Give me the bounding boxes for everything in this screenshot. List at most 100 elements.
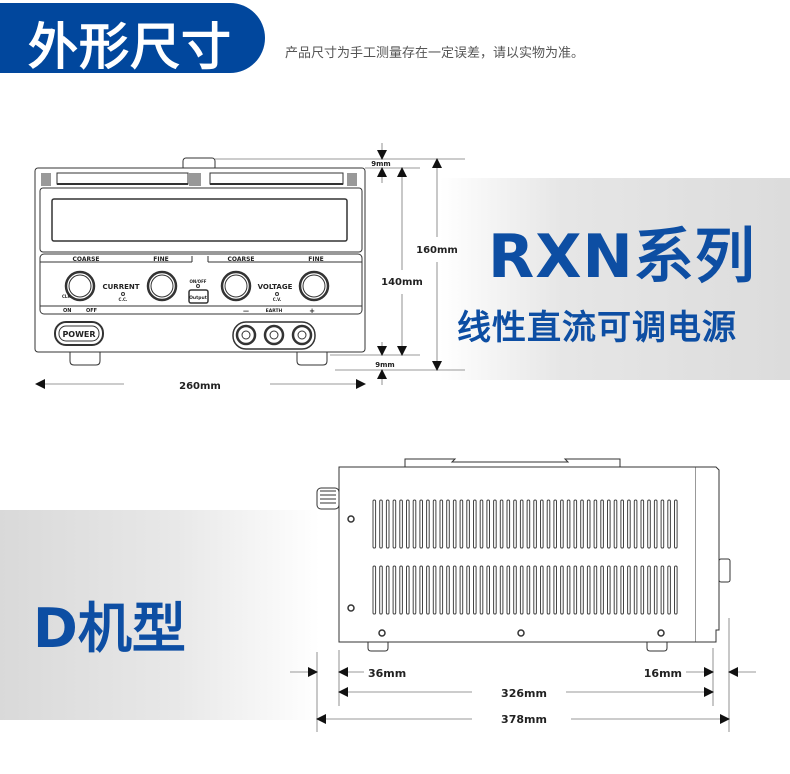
- vent-slot: [519, 565, 524, 615]
- svg-text:260mm: 260mm: [179, 381, 221, 392]
- vent-slot: [660, 499, 665, 549]
- vent-slot: [540, 565, 544, 615]
- vent-slot: [426, 499, 430, 549]
- vent-slot: [412, 499, 417, 549]
- front-knob-side: [316, 487, 340, 510]
- vent-slot: [647, 499, 651, 549]
- vent-slot: [647, 565, 651, 615]
- svg-text:VOLTAGE: VOLTAGE: [258, 283, 293, 291]
- vent-slot: [493, 565, 497, 615]
- vent-slot: [452, 565, 457, 615]
- vent-slot: [379, 499, 383, 549]
- vent-slot: [546, 565, 551, 615]
- vent-slot: [573, 565, 578, 615]
- svg-text:EARTH: EARTH: [266, 308, 283, 314]
- svg-text:FINE: FINE: [308, 256, 323, 263]
- svg-text:COARSE: COARSE: [72, 256, 99, 263]
- vent-slot: [446, 565, 450, 615]
- front-view: [34, 157, 366, 366]
- svg-text:CURRENT: CURRENT: [102, 283, 139, 291]
- svg-text:36mm: 36mm: [368, 667, 406, 680]
- side-dimension-lines: [290, 618, 756, 732]
- series-band: [440, 178, 790, 380]
- vent-slot: [459, 499, 464, 549]
- svg-text:POWER: POWER: [62, 330, 95, 339]
- vent-slot: [385, 499, 390, 549]
- side-view: [316, 458, 731, 652]
- vent-slot: [613, 565, 618, 615]
- vent-slot: [573, 499, 578, 549]
- vent-slot: [560, 565, 564, 615]
- side-handle: [404, 458, 621, 467]
- svg-text:C.C.: C.C.: [119, 297, 128, 302]
- vent-slot: [653, 565, 658, 615]
- svg-text:ON/OFF: ON/OFF: [189, 279, 206, 284]
- svg-text:9mm: 9mm: [371, 160, 390, 168]
- vent-slot: [419, 565, 423, 615]
- vent-slot: [372, 499, 377, 549]
- vent-slot: [466, 499, 470, 549]
- vent-slot: [499, 565, 504, 615]
- side-vents: [372, 499, 678, 615]
- vent-slot: [452, 499, 457, 549]
- vent-slot: [566, 499, 571, 549]
- vent-slot: [586, 499, 591, 549]
- vent-slot: [633, 565, 638, 615]
- svg-text:CLR: CLR: [62, 294, 71, 299]
- vent-slot: [526, 565, 531, 615]
- vent-slot: [607, 499, 611, 549]
- display-window: [51, 198, 348, 242]
- vent-slot: [653, 499, 658, 549]
- measurement-note: 产品尺寸为手工测量存在一定误差，请以实物为准。: [285, 46, 585, 61]
- display-bezel: [39, 187, 363, 253]
- vent-slot: [613, 499, 618, 549]
- vent-slot: [399, 565, 403, 615]
- section-title-banner: 外形尺寸: [0, 3, 265, 76]
- vent-slot: [593, 565, 598, 615]
- current-coarse-knob: [64, 270, 96, 302]
- svg-text:9mm: 9mm: [375, 361, 394, 369]
- vent-slot: [533, 499, 537, 549]
- vent-slot: [566, 565, 571, 615]
- vent-slot: [479, 499, 484, 549]
- svg-text:—: —: [243, 308, 249, 315]
- vent-slot: [486, 499, 490, 549]
- svg-text:+: +: [309, 307, 315, 315]
- vent-slot: [600, 499, 604, 549]
- vent-slot: [459, 565, 464, 615]
- vent-slot: [419, 499, 423, 549]
- svg-text:326mm: 326mm: [501, 687, 547, 700]
- side-foot-rear: [646, 642, 668, 652]
- vent-slot: [593, 499, 598, 549]
- svg-text:140mm: 140mm: [381, 277, 423, 288]
- vent-slot: [385, 565, 390, 615]
- vent-slot: [620, 499, 625, 549]
- vent-slot: [439, 499, 444, 549]
- vent-slot: [620, 565, 625, 615]
- vent-slot: [553, 565, 558, 615]
- front-foot-left: [69, 352, 101, 366]
- vent-slot: [580, 565, 584, 615]
- vent-slot: [432, 499, 437, 549]
- svg-text:160mm: 160mm: [416, 245, 458, 256]
- vent-slot: [526, 499, 531, 549]
- vent-slot: [560, 499, 564, 549]
- vent-slot: [627, 565, 631, 615]
- rear-panel: [696, 466, 720, 643]
- vent-slot: [674, 499, 678, 549]
- series-name: RXN系列: [488, 222, 756, 292]
- vent-slot: [446, 499, 450, 549]
- vent-slot: [499, 499, 504, 549]
- vent-slot: [546, 499, 551, 549]
- front-panel-labels: COARSE FINE COARSE FINE CURRENT VOLTAGE …: [62, 256, 324, 339]
- vent-slot: [627, 499, 631, 549]
- voltage-fine-knob: [298, 270, 330, 302]
- vent-slot: [392, 499, 397, 549]
- control-panel: [39, 253, 363, 315]
- model-name: D机型: [33, 597, 186, 660]
- side-body: [338, 466, 697, 643]
- vent-slot: [406, 565, 410, 615]
- side-dimension-labels: 36mm 16mm 326mm 378mm: [368, 667, 682, 726]
- vent-slot: [667, 565, 671, 615]
